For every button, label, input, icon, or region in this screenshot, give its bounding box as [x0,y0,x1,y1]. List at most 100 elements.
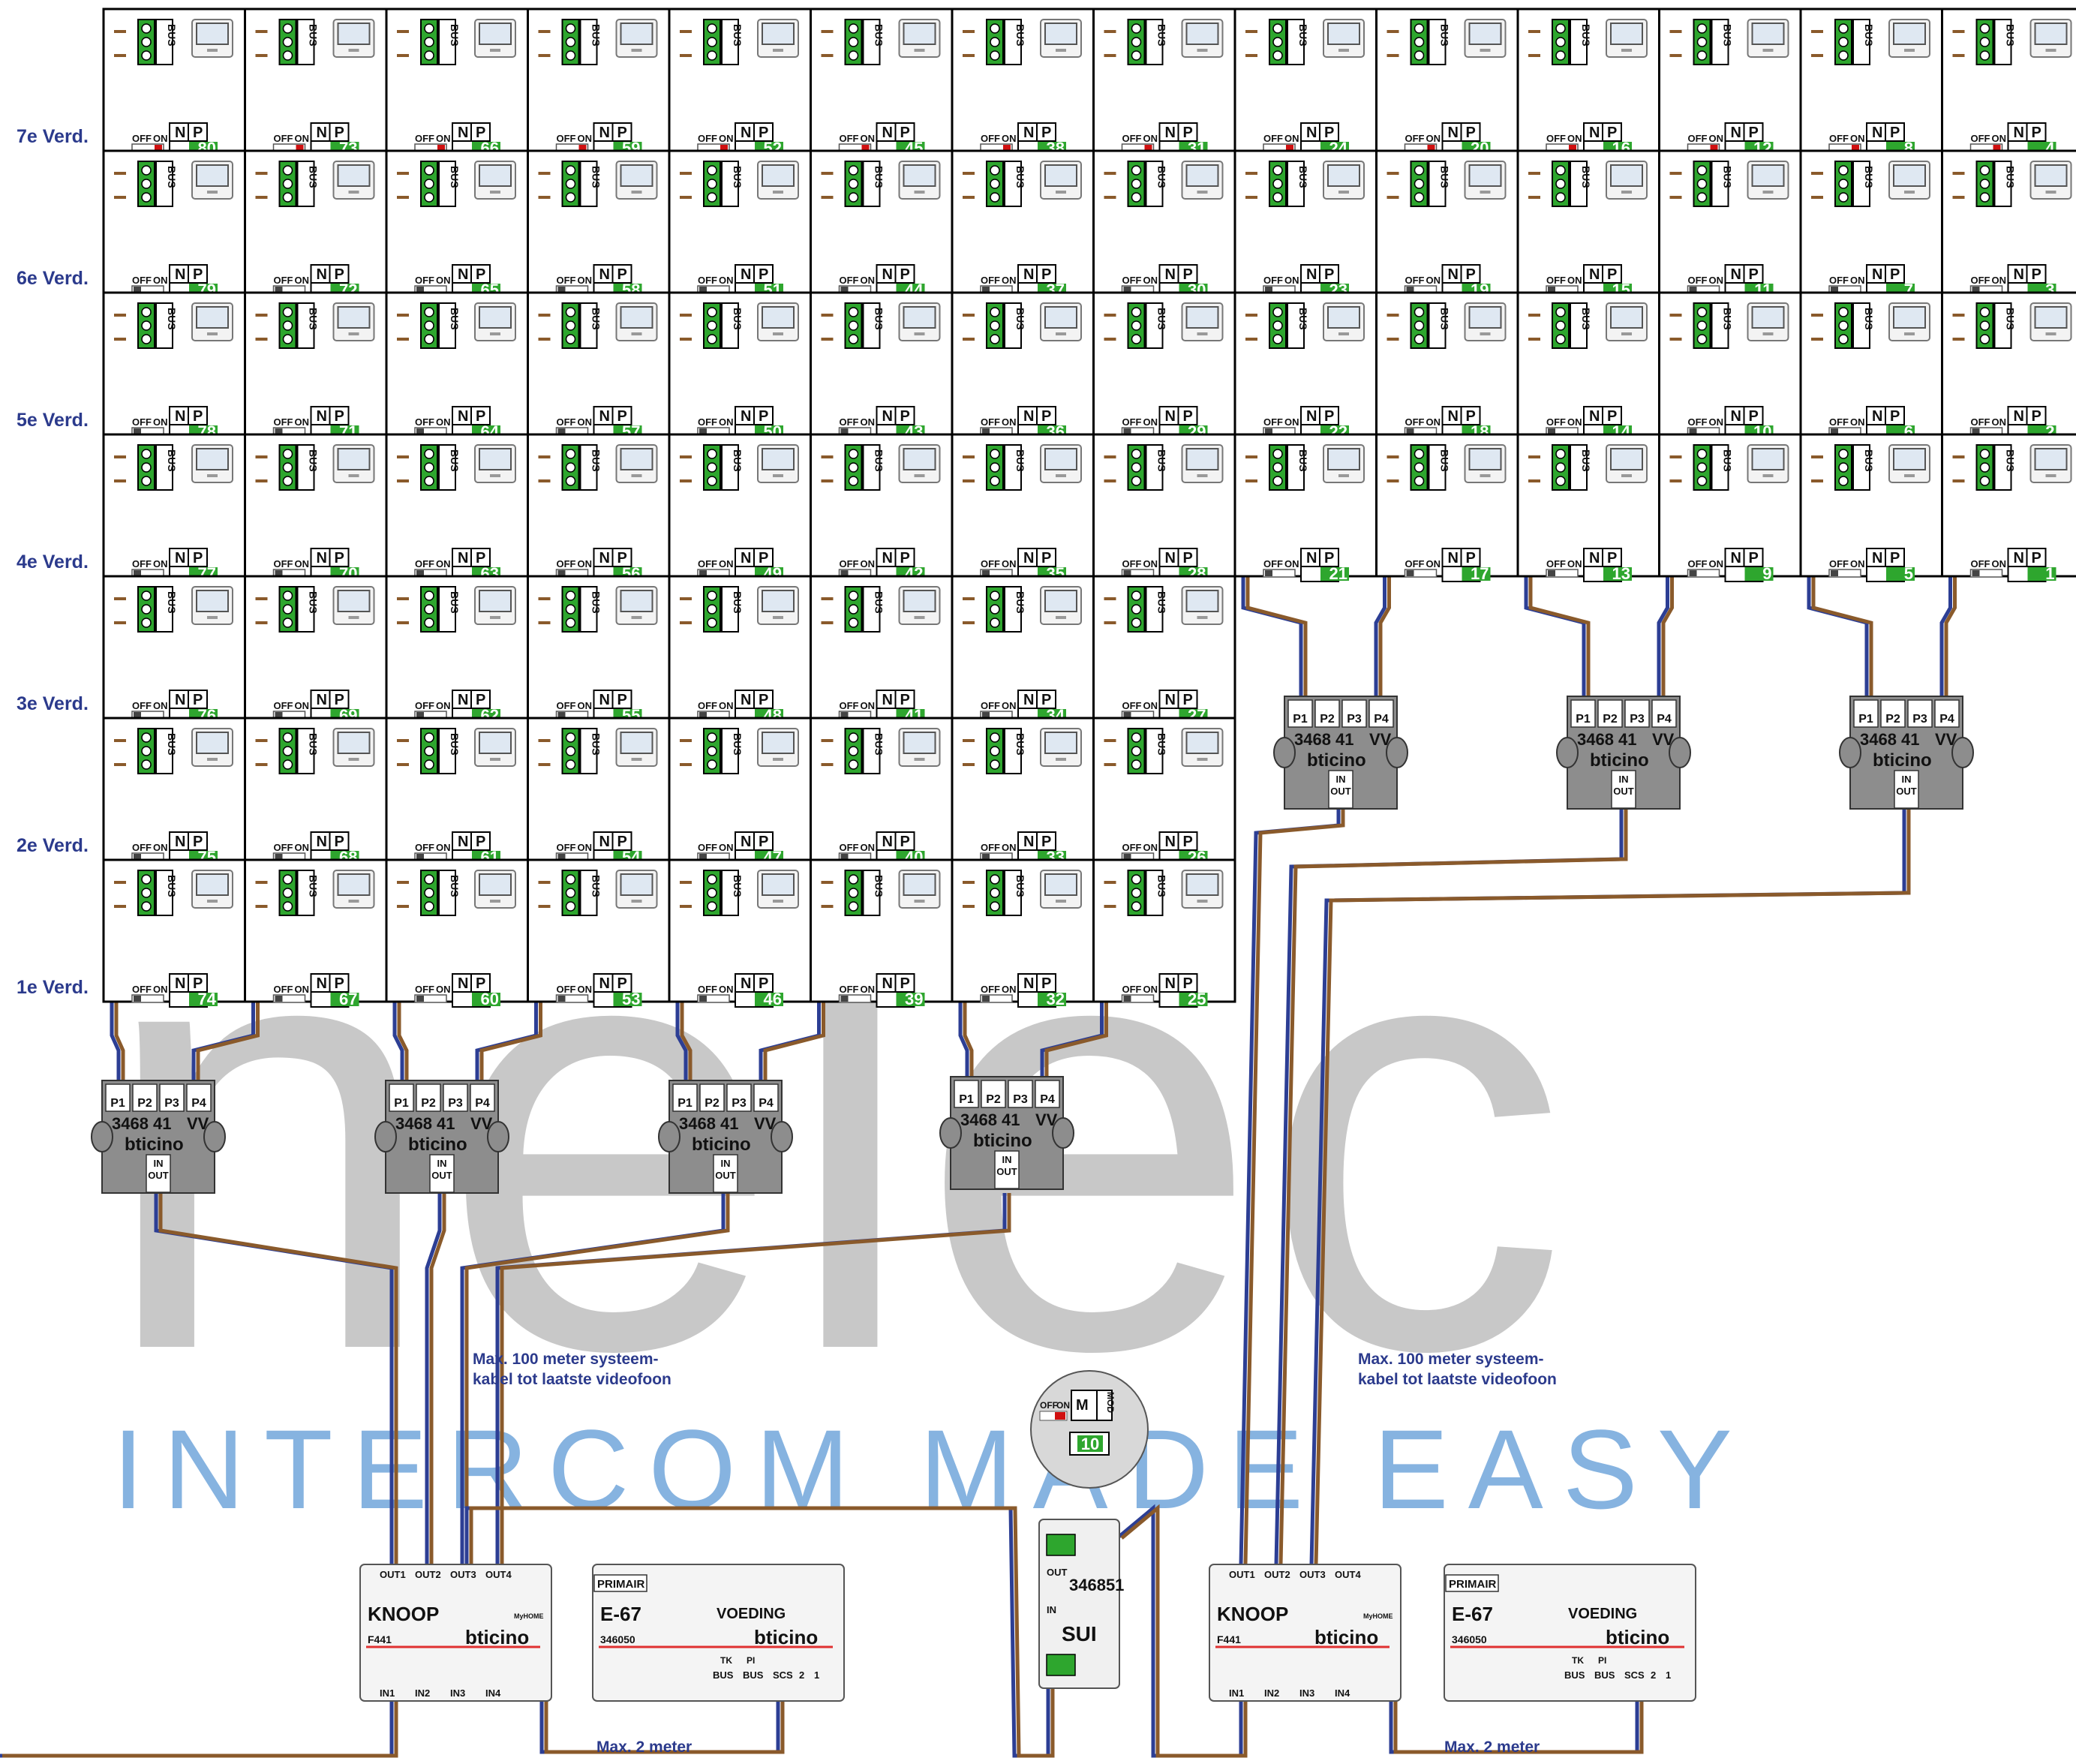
bus-label-box [1004,586,1022,633]
on-label: ON [436,275,451,286]
bus-label-box [296,19,315,65]
terminal-screw [1272,179,1283,189]
distributor-ear [374,1121,397,1152]
distributor-ear [1669,737,1691,768]
wire-stub [1104,314,1116,341]
bus-wire-blue [1374,599,1387,698]
off-label: OFF [132,416,152,428]
bus-label: BUS [873,875,885,897]
bus-label-box [862,161,881,207]
off-label: OFF [1405,133,1425,144]
terminal-screw [424,888,434,898]
n-label: N [1023,834,1034,850]
port-p4 [1368,699,1394,728]
knoop-code: F441 [368,1633,392,1645]
videophone-button [490,616,500,619]
off-label: OFF [1122,275,1142,286]
p-label: P [759,550,768,566]
on-label: ON [1992,275,2007,286]
terminal-screw [141,874,152,885]
bus-label-box [1993,19,2012,65]
terminal-screw [424,320,434,331]
terminal-screw [1131,759,1142,770]
bus-label: BUS [732,308,744,330]
terminal-screw [990,320,1000,331]
dip-switch [1404,569,1438,578]
bus-label: BUS [2005,166,2017,188]
apartment-number: 17 [1471,564,1489,583]
on-label: ON [1002,416,1017,428]
p-label: P [193,550,203,566]
terminal-screw [141,462,152,473]
p-label: P [476,266,485,283]
videophone-button [1197,191,1208,194]
bus-label-box [155,19,173,65]
terminal-screw [1838,334,1849,344]
p-label: P [193,692,203,708]
voeding-body [592,1564,845,1702]
terminal-screw [1131,604,1142,615]
p-label: P [1890,408,1900,425]
n-label: N [741,692,751,708]
knoop-title: KNOOP [368,1603,439,1625]
n-label: N [317,975,327,992]
videophone-button [1480,191,1491,194]
on-label: ON [1143,842,1158,853]
terminal-screw [282,23,293,34]
videophone-button [207,900,218,903]
dip-switch-knob [699,712,707,718]
on-label: ON [719,133,734,144]
port-label: P2 [137,1097,152,1110]
p-label: P [1466,550,1476,566]
off-label: OFF [1122,842,1142,853]
wire-stub [255,881,268,908]
dip-switch [1121,994,1155,1003]
n-label: N [1589,125,1600,141]
wire-stub [538,314,551,341]
videophone-button [1197,49,1208,52]
p-label: P [335,975,344,992]
terminal-screw [990,37,1000,47]
bus-label: BUS [1297,24,1309,47]
videophone-screen [1185,590,1219,612]
port-label: P2 [1885,713,1900,726]
n-label: N [2014,408,2024,425]
p-label: P [1749,266,1759,283]
in-label: IN [1336,774,1346,785]
terminal-screw [1838,476,1849,486]
on-label: ON [1992,558,2007,569]
off-label: OFF [1122,133,1142,144]
p-label: P [1041,125,1051,141]
off-label: OFF [1546,416,1566,428]
terminal-screw [1414,192,1425,203]
off-label: OFF [415,842,434,853]
terminal-screw [1272,320,1283,331]
port-label: P3 [732,1097,747,1110]
bus-label-box [1004,444,1022,491]
terminal-screw [1696,449,1708,459]
videophone-button [207,616,218,619]
distributor-suffix: VV [1935,730,1957,749]
terminal-screw [707,179,717,189]
off-label: OFF [132,842,152,853]
bus-label-box [1428,302,1447,349]
terminal-screw [565,476,576,486]
videophone-screen [337,448,371,470]
knoop-in-1: IN1 [1229,1687,1244,1699]
bus-label: BUS [2005,24,2017,47]
off-label: OFF [981,275,1000,286]
videophone-screen [337,164,371,187]
terminal-screw [424,334,434,344]
terminal-screw [707,888,717,898]
terminal-screw [1414,462,1425,473]
videophone-button [773,191,783,194]
on-label: ON [1284,558,1299,569]
on-label: ON [1709,558,1724,569]
zoom-value: 10 [1081,1435,1099,1453]
